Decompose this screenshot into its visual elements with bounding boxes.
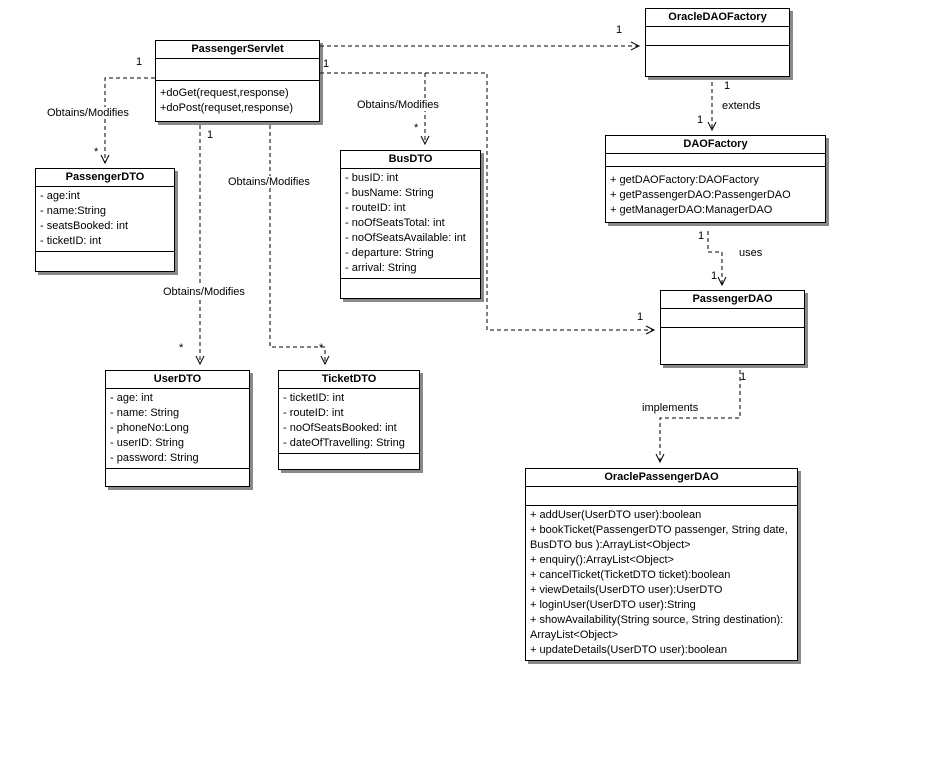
class-box-ticketdto[interactable]: TicketDTO - ticketID: int - routeID: int… — [278, 370, 420, 470]
class-name: BusDTO — [341, 151, 480, 169]
attribute: - busID: int — [345, 172, 399, 184]
attribute: - busName: String — [345, 187, 434, 199]
method: + cancelTicket(TicketDTO ticket):boolean — [530, 569, 731, 581]
class-name: TicketDTO — [279, 371, 419, 389]
attribute: - name: String — [110, 407, 180, 419]
relationship-label-obtains-modifies-passengerdto: Obtains/Modifies — [46, 107, 130, 119]
method: + bookTicket(PassengerDTO passenger, Str… — [530, 524, 788, 551]
multiplicity-label: 1 — [740, 371, 747, 383]
class-box-daofactory[interactable]: DAOFactory + getDAOFactory:DAOFactory + … — [605, 135, 826, 223]
methods-section — [341, 279, 480, 298]
methods-section — [279, 454, 419, 469]
attributes-section — [661, 309, 804, 328]
connector-servlet-to-passengerdao — [320, 72, 656, 335]
method: + getDAOFactory:DAOFactory — [610, 174, 759, 186]
attribute: - noOfSeatsBooked: int — [283, 422, 397, 434]
multiplicity-label: 1 — [616, 24, 623, 36]
class-box-busdto[interactable]: BusDTO - busID: int - busName: String - … — [340, 150, 481, 299]
methods-section: + addUser(UserDTO user):boolean + bookTi… — [526, 506, 797, 660]
relationship-label-implements: implements — [641, 402, 700, 414]
attribute: - ticketID: int — [283, 392, 345, 404]
attribute: - seatsBooked: int — [40, 220, 129, 232]
methods-section — [646, 46, 789, 76]
multiplicity-label: * — [319, 342, 324, 354]
attribute: - arrival: String — [345, 262, 417, 274]
class-box-passengerdao[interactable]: PassengerDAO — [660, 290, 805, 365]
attribute: - password: String — [110, 452, 199, 464]
relationship-label-obtains-modifies-ticketdto: Obtains/Modifies — [227, 176, 311, 188]
methods-section: +doGet(request,response) +doPost(requset… — [156, 81, 319, 121]
attributes-section — [606, 154, 825, 167]
multiplicity-label: 1 — [207, 129, 214, 141]
method: +doPost(requset,response) — [160, 102, 293, 114]
class-box-oracledaofactory[interactable]: OracleDAOFactory — [645, 8, 790, 77]
connector-daofactory-uses-passengerdao — [707, 231, 727, 287]
relationship-label-extends: extends — [721, 100, 762, 112]
attribute: - age:int — [40, 190, 80, 202]
attribute: - phoneNo:Long — [110, 422, 189, 434]
method: + getPassengerDAO:PassengerDAO — [610, 189, 791, 201]
class-name: PassengerDTO — [36, 169, 174, 187]
attribute: - name:String — [40, 205, 107, 217]
attributes-section: - ticketID: int - routeID: int - noOfSea… — [279, 389, 419, 454]
connector-servlet-to-ticketdto — [269, 125, 330, 366]
multiplicity-label: * — [94, 146, 99, 158]
class-name: PassengerServlet — [156, 41, 319, 59]
connector-passengerdao-implements-oraclepassengerdao — [655, 370, 741, 464]
class-box-oraclepassengerdao[interactable]: OraclePassengerDAO + addUser(UserDTO use… — [525, 468, 798, 661]
multiplicity-label: 1 — [136, 56, 143, 68]
method: + getManagerDAO:ManagerDAO — [610, 204, 773, 216]
methods-section — [661, 328, 804, 364]
attribute: - userID: String — [110, 437, 184, 449]
methods-section: + getDAOFactory:DAOFactory + getPassenge… — [606, 167, 825, 222]
attribute: - ticketID: int — [40, 235, 102, 247]
class-box-passengerservlet[interactable]: PassengerServlet +doGet(request,response… — [155, 40, 320, 122]
attribute: - routeID: int — [345, 202, 406, 214]
attribute: - departure: String — [345, 247, 434, 259]
attributes-section — [156, 59, 319, 81]
multiplicity-label: * — [179, 342, 184, 354]
attributes-section: - age: int - name: String - phoneNo:Long… — [106, 389, 249, 469]
relationship-label-uses: uses — [738, 247, 764, 259]
attributes-section — [646, 27, 789, 46]
methods-section — [106, 469, 249, 486]
method: + showAvailability(String source, String… — [530, 614, 784, 641]
method: + addUser(UserDTO user):boolean — [530, 509, 702, 521]
method: + enquiry():ArrayList<Object> — [530, 554, 674, 566]
multiplicity-label: 1 — [724, 80, 731, 92]
method: + loginUser(UserDTO user):String — [530, 599, 696, 611]
multiplicity-label: 1 — [697, 114, 704, 126]
attribute: - noOfSeatsTotal: int — [345, 217, 445, 229]
method: + updateDetails(UserDTO user):boolean — [530, 644, 727, 656]
attributes-section: - age:int - name:String - seatsBooked: i… — [36, 187, 174, 252]
method: + viewDetails(UserDTO user):UserDTO — [530, 584, 723, 596]
attribute: - dateOfTravelling: String — [283, 437, 405, 449]
relationship-label-obtains-modifies-busdto: Obtains/Modifies — [356, 99, 440, 111]
multiplicity-label: * — [414, 122, 419, 134]
relationship-label-obtains-modifies-userdto: Obtains/Modifies — [162, 286, 246, 298]
connector-servlet-to-passengerdto — [100, 77, 155, 165]
method: +doGet(request,response) — [160, 87, 289, 99]
class-name: PassengerDAO — [661, 291, 804, 309]
multiplicity-label: 1 — [698, 230, 705, 242]
methods-section — [36, 252, 174, 271]
attribute: - age: int — [110, 392, 153, 404]
class-box-userdto[interactable]: UserDTO - age: int - name: String - phon… — [105, 370, 250, 487]
attribute: - routeID: int — [283, 407, 344, 419]
class-name: UserDTO — [106, 371, 249, 389]
attribute: - noOfSeatsAvailable: int — [345, 232, 466, 244]
attributes-section — [526, 487, 797, 506]
class-name: OracleDAOFactory — [646, 9, 789, 27]
multiplicity-label: 1 — [323, 58, 330, 70]
multiplicity-label: 1 — [637, 311, 644, 323]
class-name: OraclePassengerDAO — [526, 469, 797, 487]
class-box-passengerdto[interactable]: PassengerDTO - age:int - name:String - s… — [35, 168, 175, 272]
class-name: DAOFactory — [606, 136, 825, 154]
multiplicity-label: 1 — [711, 270, 718, 282]
attributes-section: - busID: int - busName: String - routeID… — [341, 169, 480, 279]
